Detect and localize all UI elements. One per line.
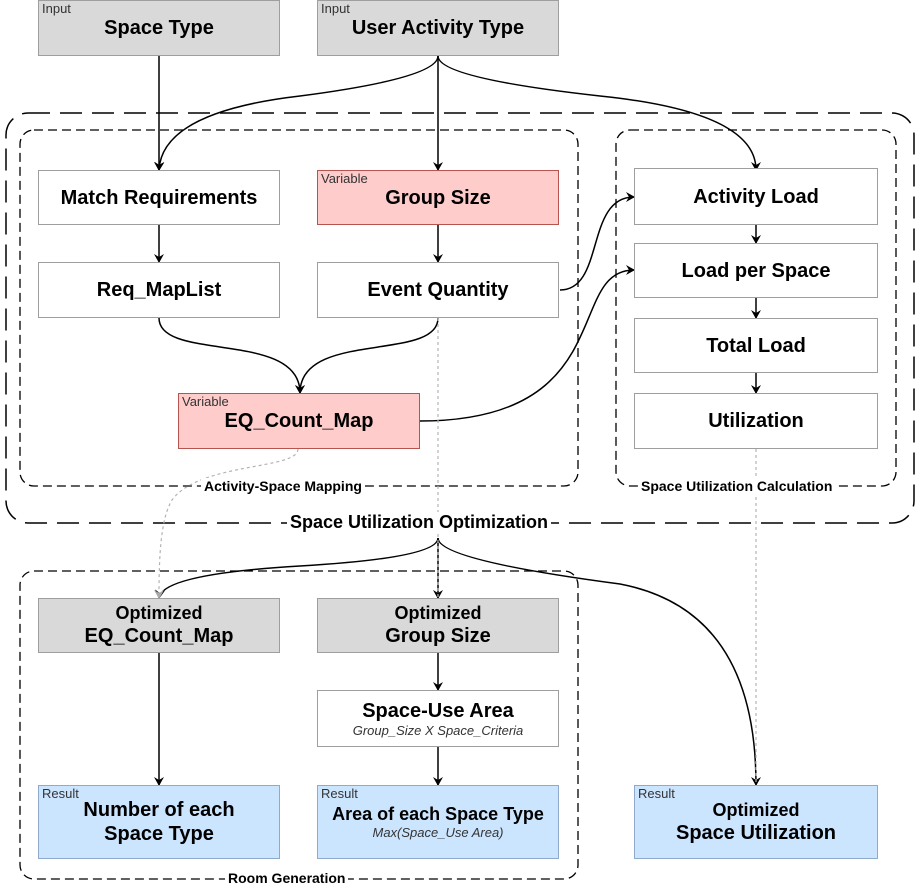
room-generation-label: Room Generation	[225, 870, 349, 886]
result-tag: Result	[42, 786, 79, 801]
space-use-area-formula: Group_Size X Space_Criteria	[352, 722, 524, 738]
number-each-line2: Space Type	[104, 823, 214, 845]
optimized-eq-line1: Optimized	[115, 603, 203, 623]
event-quantity-node[interactable]: Event Quantity	[317, 262, 559, 318]
utilization-label: Utilization	[708, 410, 804, 432]
number-of-each-space-type-result[interactable]: Result Number of each Space Type	[38, 785, 280, 859]
edge-reqmaplist-eqcount	[158, 317, 305, 394]
edge-eqcount-loadperspace	[419, 265, 635, 422]
result-tag: Result	[638, 786, 675, 801]
number-each-line1: Number of each	[83, 799, 235, 821]
optimized-gs-line2: Group Size	[385, 625, 491, 647]
space-use-area-label: Space-Use Area	[362, 699, 514, 722]
input-tag: Input	[321, 1, 350, 16]
dotted-eqcount-opteqcount	[154, 448, 299, 599]
space-use-area-node[interactable]: Space-Use Area Group_Size X Space_Criter…	[317, 690, 559, 747]
input-tag: Input	[42, 1, 71, 16]
variable-tag: Variable	[321, 171, 368, 186]
user-activity-type-input[interactable]: Input User Activity Type	[317, 0, 559, 56]
load-per-space-node[interactable]: Load per Space	[634, 243, 878, 298]
edge-activity-match	[154, 55, 439, 171]
user-activity-type-label: User Activity Type	[351, 17, 525, 39]
edge-opt-optspaceutil	[437, 537, 761, 786]
activity-load-node[interactable]: Activity Load	[634, 168, 878, 225]
optimized-eq-count-map-node[interactable]: Optimized EQ_Count_Map	[38, 598, 280, 653]
variable-tag: Variable	[182, 394, 229, 409]
edge-opt-opteqcount	[155, 537, 439, 599]
space-type-label: Space Type	[104, 17, 214, 39]
edge-eventqty-activityload	[559, 192, 635, 291]
total-load-node[interactable]: Total Load	[634, 318, 878, 373]
optimized-space-utilization-result[interactable]: Result Optimized Space Utilization	[634, 785, 878, 859]
optimized-su-line2: Space Utilization	[675, 821, 837, 844]
eq-count-map-label: EQ_Count_Map	[224, 410, 374, 432]
req-maplist-label: Req_MapList	[96, 279, 222, 301]
event-quantity-label: Event Quantity	[367, 279, 509, 301]
room-generation-frame	[19, 570, 579, 880]
total-load-label: Total Load	[706, 334, 806, 357]
space-type-input[interactable]: Input Space Type	[38, 0, 280, 56]
activity-space-mapping-label: Activity-Space Mapping	[201, 478, 365, 494]
space-utilization-optimization-label: Space Utilization Optimization	[287, 512, 552, 533]
edge-activity-activityload	[437, 55, 761, 171]
edge-eventqty-eqcount	[295, 317, 439, 394]
area-each-formula: Max(Space_Use Area)	[372, 824, 504, 840]
match-requirements-node[interactable]: Match Requirements	[38, 170, 280, 225]
area-each-label: Area of each Space Type	[332, 803, 544, 824]
optimized-group-size-node[interactable]: Optimized Group Size	[317, 598, 559, 653]
space-utilization-calculation-label: Space Utilization Calculation	[638, 478, 836, 494]
optimized-eq-line2: EQ_Count_Map	[84, 625, 234, 647]
result-tag: Result	[321, 786, 358, 801]
area-of-each-space-type-result[interactable]: Result Area of each Space Type Max(Space…	[317, 785, 559, 859]
optimized-gs-line1: Optimized	[394, 603, 482, 623]
utilization-node[interactable]: Utilization	[634, 393, 878, 449]
group-size-label: Group Size	[385, 186, 491, 209]
activity-load-label: Activity Load	[693, 185, 819, 208]
req-maplist-node[interactable]: Req_MapList	[38, 262, 280, 318]
load-per-space-label: Load per Space	[681, 259, 831, 282]
match-requirements-label: Match Requirements	[60, 186, 258, 209]
group-size-variable[interactable]: Variable Group Size	[317, 170, 559, 225]
optimized-su-line1: Optimized	[712, 799, 800, 820]
eq-count-map-variable[interactable]: Variable EQ_Count_Map	[178, 393, 420, 449]
